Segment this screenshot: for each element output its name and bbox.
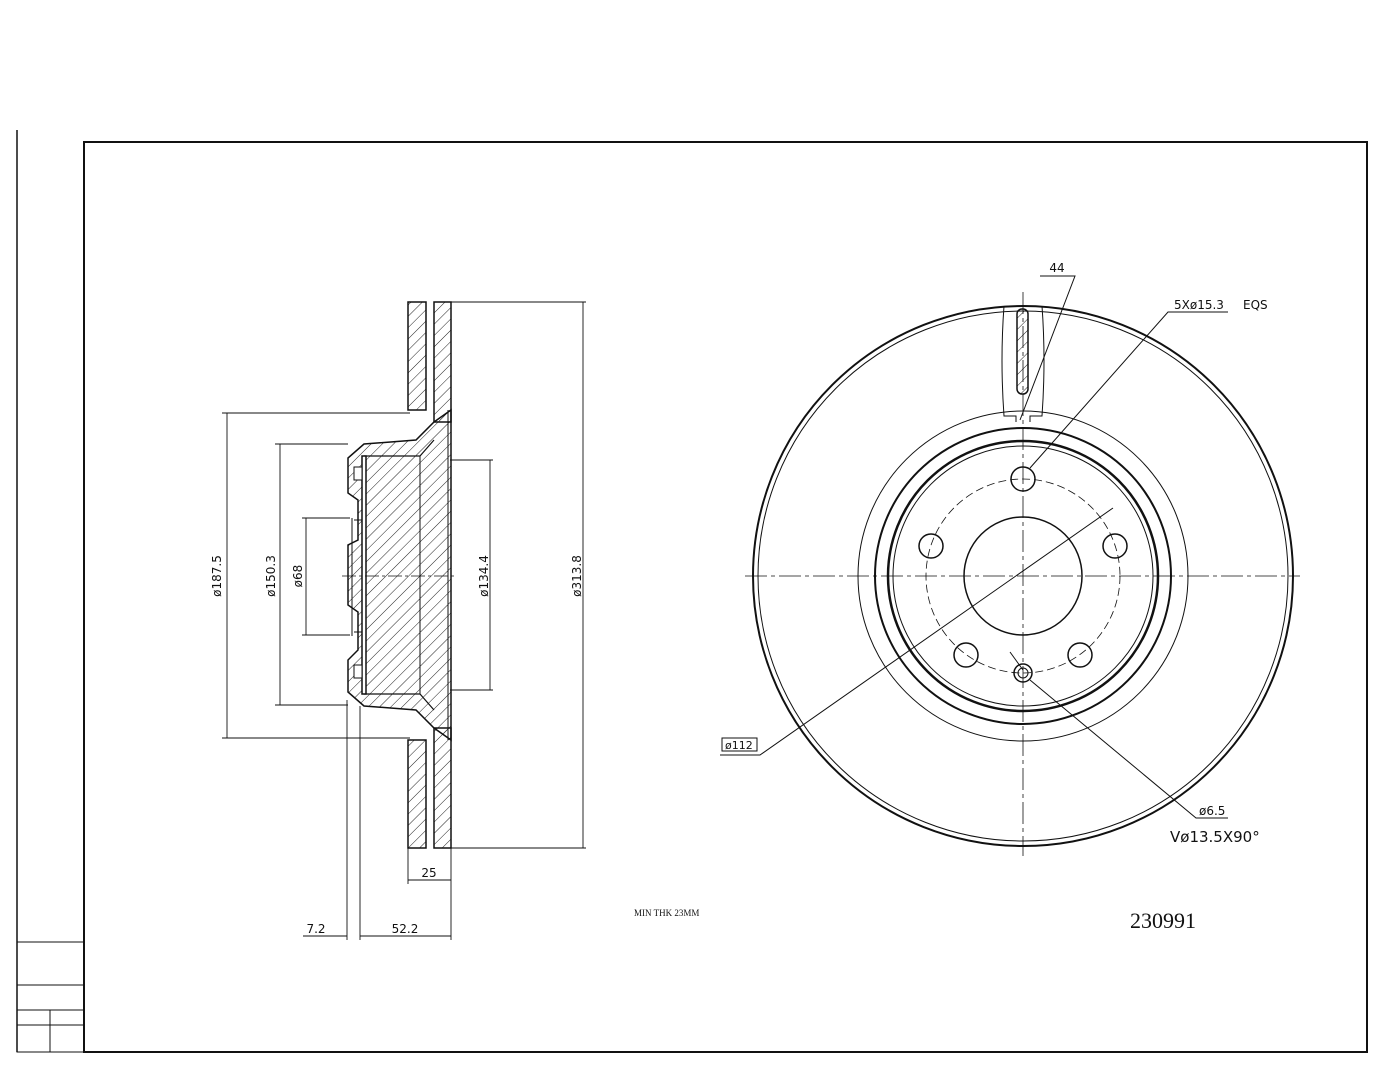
title-block (16, 941, 85, 1053)
label-bolt-holes: 5Xø15.3 (1174, 298, 1224, 312)
label-vane: 44 (1049, 261, 1064, 275)
label-pcd: ø112 (725, 739, 753, 752)
side-section-view (342, 301, 456, 849)
dim-d187: ø187.5 (210, 555, 224, 597)
dim-d68: ø68 (291, 565, 305, 588)
pcd-box (721, 737, 758, 752)
vane-cutout (1001, 305, 1045, 422)
dim-d313: ø313.8 (570, 555, 584, 597)
label-countersink: Vø13.5X90° (1170, 828, 1260, 846)
label-small-hole: ø6.5 (1199, 804, 1225, 818)
dim-w522: 52.2 (392, 922, 419, 936)
front-view (720, 275, 1300, 856)
dim-d150: ø150.3 (264, 555, 278, 597)
drawing-border (83, 141, 1368, 1053)
part-number: 230991 (1130, 908, 1196, 933)
dim-w25: 25 (421, 866, 436, 880)
min-thickness-note: MIN THK 23MM (634, 908, 699, 918)
side-dimension-lines (222, 301, 586, 940)
dim-w72: 7.2 (306, 922, 325, 936)
label-eqs: EQS (1243, 298, 1268, 312)
dim-d134: ø134.4 (477, 555, 491, 597)
